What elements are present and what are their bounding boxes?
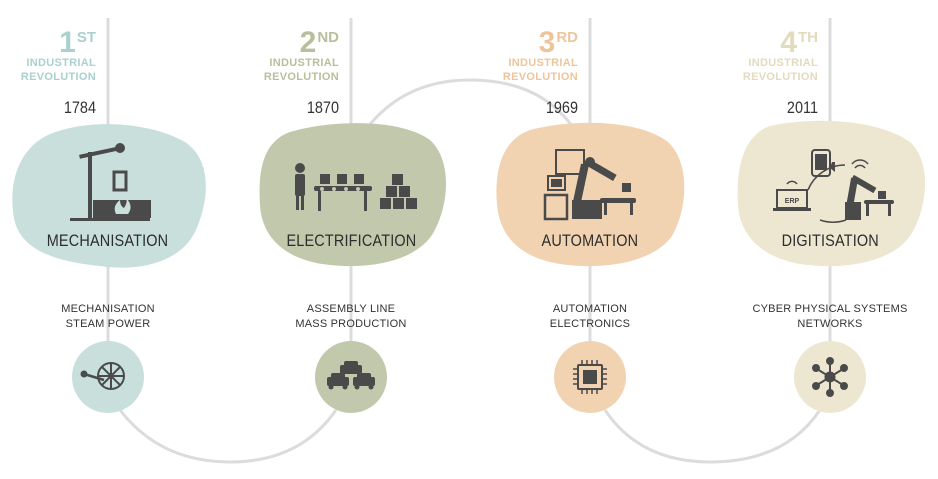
era-year: 1969 [545, 98, 578, 117]
era-ordinal: 2ND [299, 26, 339, 59]
chip-icon [573, 360, 607, 394]
era-title: MECHANISATION [47, 231, 169, 250]
era-title: AUTOMATION [541, 231, 639, 250]
era-title: ELECTRIFICATION [286, 231, 416, 250]
cars-icon [327, 361, 375, 390]
era-year: 2011 [786, 98, 818, 117]
era-title: DIGITISATION [781, 231, 879, 250]
guide-lines [106, 18, 832, 345]
blob-mechanisation [12, 124, 206, 268]
steam-wheel-icon [80, 362, 125, 390]
era-ordinal: 1ST [59, 26, 96, 59]
blob-electrification [259, 123, 446, 267]
digital-factory-icon: ERP [773, 149, 894, 223]
blob-automation [496, 122, 685, 267]
arc-top-2 [360, 78, 580, 136]
blob-digitisation [737, 120, 926, 267]
circle-electrification [315, 341, 387, 413]
network-icon [812, 357, 848, 397]
assembly-line-icon [295, 163, 417, 211]
robot-arm-icon [543, 149, 636, 221]
steam-engine-icon [70, 143, 151, 221]
erp-label: ERP [785, 198, 800, 205]
era-ordinal: 3RD [538, 26, 578, 59]
era-year: 1784 [63, 98, 96, 117]
era-ordinal: 4TH [780, 26, 818, 59]
arc-bottom-1 [118, 409, 338, 464]
era-year: 1870 [306, 98, 339, 117]
arc-bottom-3 [603, 409, 822, 464]
connector-arcs [118, 78, 822, 464]
